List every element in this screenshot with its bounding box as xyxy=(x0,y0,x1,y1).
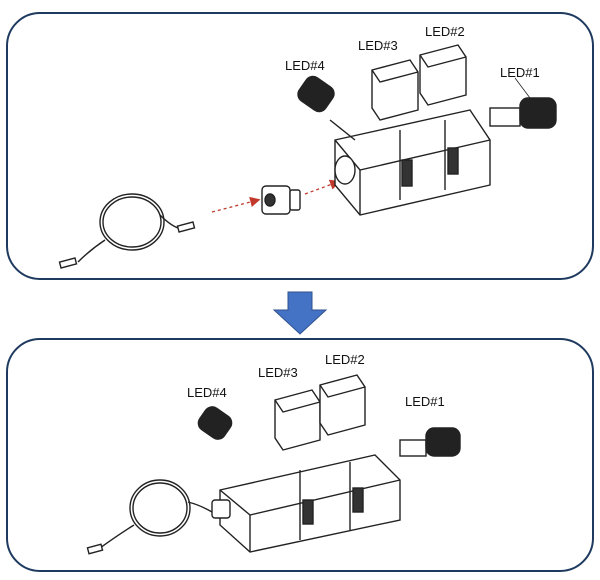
led-module-assembly-bottom xyxy=(197,374,461,553)
label-led3-bottom: LED#3 xyxy=(258,365,298,380)
dashed-arrow-2 xyxy=(304,179,341,195)
label-led4-top: LED#4 xyxy=(285,58,325,73)
leader-lines-top xyxy=(514,77,531,99)
fiber-optic-cable-top xyxy=(58,193,196,269)
label-led1-bottom: LED#1 xyxy=(405,394,445,409)
led-module-assembly-top xyxy=(297,44,557,216)
dashed-arrow-1 xyxy=(211,196,261,213)
adapter-top xyxy=(261,185,301,215)
label-led4-bottom: LED#4 xyxy=(187,385,227,400)
label-led2-bottom: LED#2 xyxy=(325,352,365,367)
label-led2-top: LED#2 xyxy=(425,24,465,39)
label-led1-top: LED#1 xyxy=(500,65,540,80)
label-led3-top: LED#3 xyxy=(358,38,398,53)
fiber-optic-cable-bottom xyxy=(86,479,213,555)
down-arrow-icon xyxy=(272,291,328,335)
